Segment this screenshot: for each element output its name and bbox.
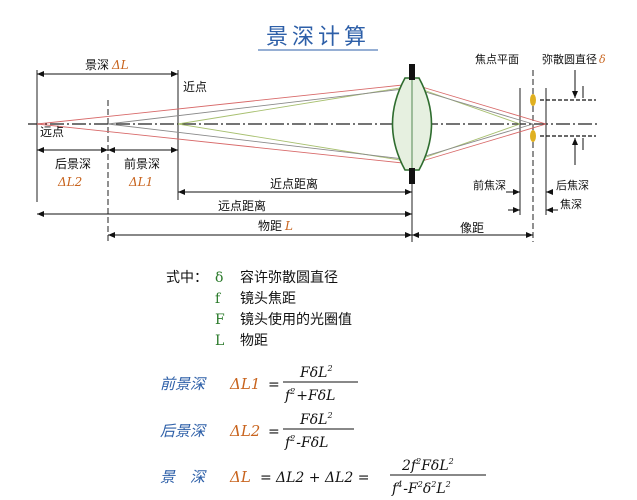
- formula-equals: =: [260, 470, 272, 486]
- formula-numerator: FδL2: [299, 411, 333, 428]
- circle-of-confusion-icon: [530, 70, 596, 165]
- front-focal-depth-label: 前焦深: [473, 178, 506, 192]
- front-dof-label: 前景深: [124, 156, 160, 171]
- formula-denominator: f2-FδL: [284, 434, 328, 451]
- legend-symbol: δ: [215, 270, 223, 286]
- legend-text: 镜头焦距: [240, 291, 296, 307]
- rear-focal-depth-label: 后焦深: [556, 179, 589, 192]
- formula-denominator: f2+FδL: [284, 387, 335, 404]
- formula-equals: =: [268, 377, 280, 393]
- front-dof-symbol: ΔL1: [128, 175, 153, 189]
- rear-dof-label: 后景深: [55, 157, 91, 171]
- formula-lhs: ΔL2: [229, 422, 260, 440]
- formula-name: 前景深: [160, 375, 207, 393]
- formula-name: 景 深: [160, 468, 207, 486]
- near-point-label: 近点: [183, 80, 207, 94]
- formula-denominator: f4-F2δ2L2: [391, 480, 451, 497]
- legend-symbol: f: [215, 291, 222, 307]
- rear-dof-symbol: ΔL2: [57, 175, 82, 189]
- legend-text: 容许弥散圆直径: [240, 269, 338, 286]
- formula-numerator: FδL2: [299, 364, 333, 381]
- formula-front-dof: 前景深 ΔL1 = FδL2 f2+FδL: [160, 364, 358, 404]
- focal-depth-label: 焦深: [560, 198, 582, 211]
- page-title: 景深计算: [266, 25, 370, 50]
- image-distance-label: 像距: [460, 221, 484, 235]
- aperture-icon: [409, 64, 415, 80]
- light-rays: [36, 83, 547, 165]
- formula-lhs: ΔL1: [229, 375, 260, 393]
- legend-text: 镜头使用的光圈值: [240, 311, 352, 328]
- near-distance-label: 近点距离: [270, 176, 318, 191]
- formula-lhs: ΔL: [229, 468, 251, 486]
- formula-rear-dof: 后景深 ΔL2 = FδL2 f2-FδL: [160, 411, 354, 451]
- formula-sum: ΔL2 + ΔL2 =: [275, 470, 369, 486]
- far-distance-label: 远点距离: [218, 198, 266, 213]
- focal-plane-label: 焦点平面: [475, 53, 519, 66]
- lens-icon: [391, 64, 433, 184]
- formula-name: 后景深: [160, 422, 207, 440]
- legend-text: 物距: [240, 333, 268, 349]
- aperture-icon: [409, 168, 415, 184]
- formula-numerator: 2f2FδL2: [401, 457, 454, 474]
- formula-total-dof: 景 深 ΔL = ΔL2 + ΔL2 = 2f2FδL2 f4-F2δ2L2: [160, 457, 486, 497]
- legend-prefix: 式中：: [166, 270, 208, 286]
- legend-symbol: L: [215, 333, 224, 349]
- legend-symbol: F: [215, 312, 225, 328]
- formula-equals: =: [268, 424, 280, 440]
- far-point-label: 远点: [40, 125, 64, 139]
- legend: 式中： δ 容许弥散圆直径 f 镜头焦距 F 镜头使用的光圈值 L 物距: [166, 269, 352, 349]
